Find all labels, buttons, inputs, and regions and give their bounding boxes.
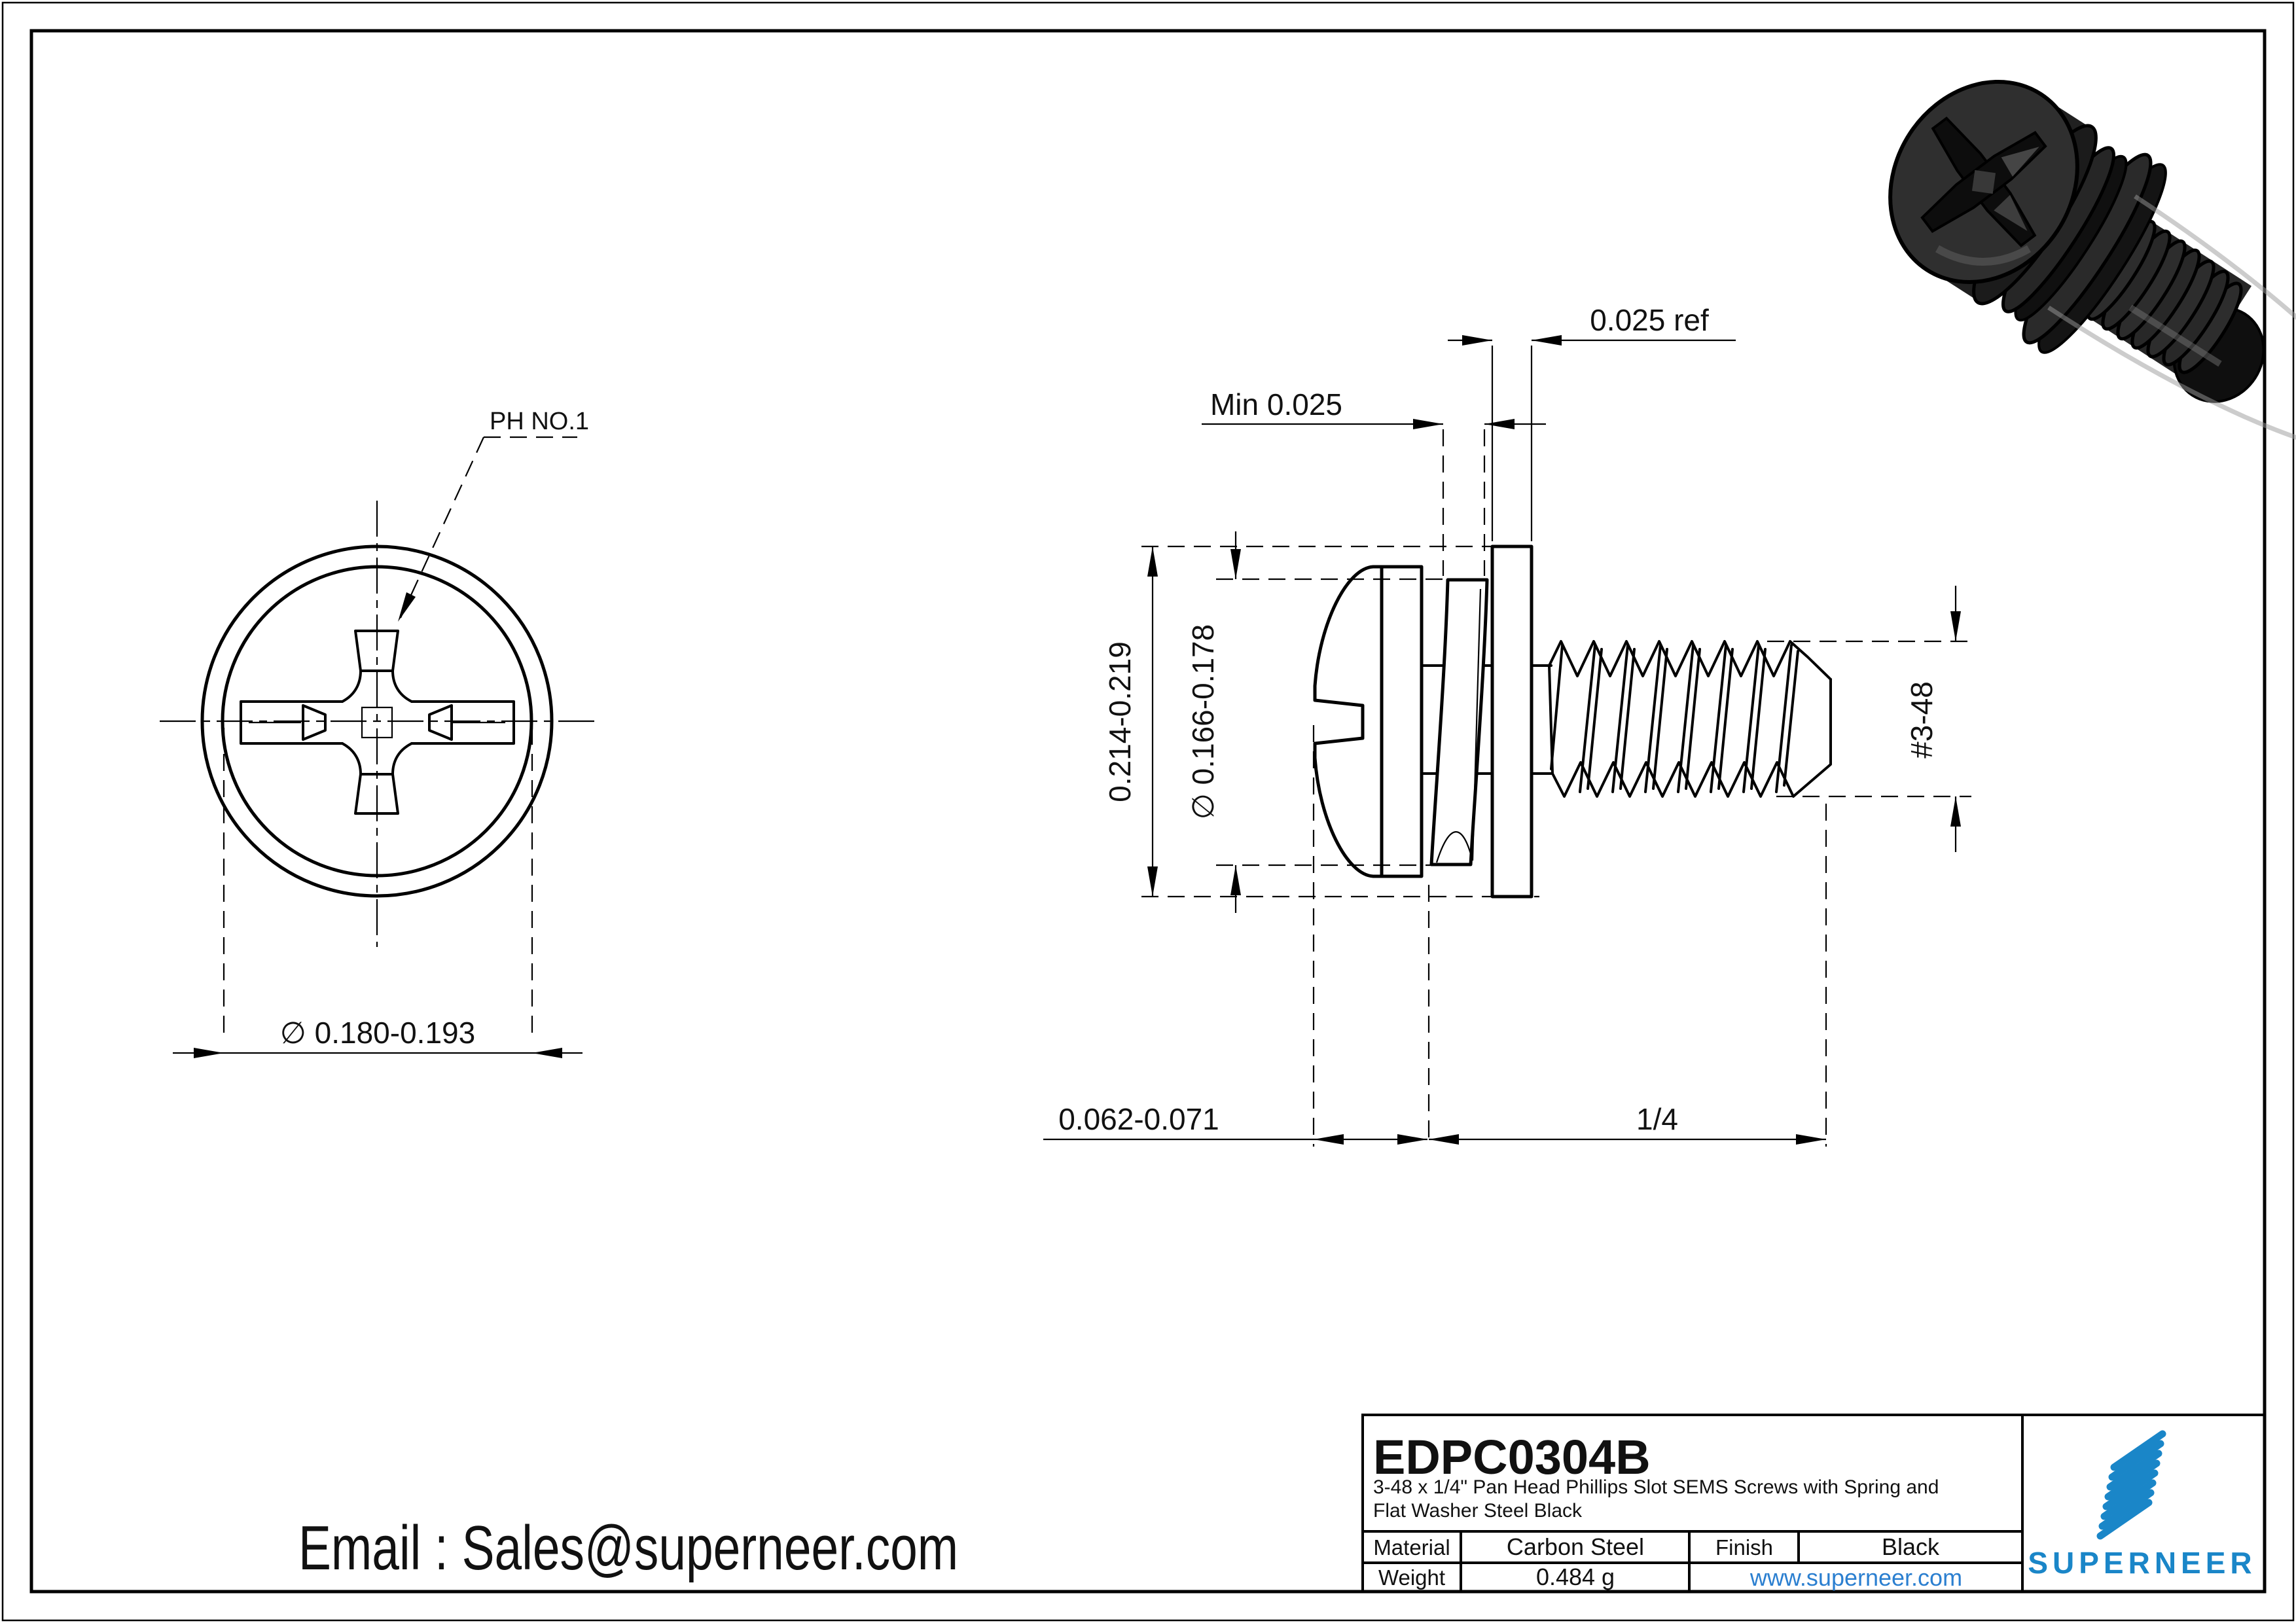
- side-view: 0.025 ref Min 0.025 0.214-0.219: [1043, 303, 1971, 1147]
- part-description-line1: 3-48 x 1/4" Pan Head Phillips Slot SEMS …: [1373, 1476, 1939, 1498]
- spring-min-dimension: Min 0.025: [1202, 387, 1546, 576]
- pan-head-profile: [1313, 565, 1424, 878]
- weight-value: 0.484 g: [1536, 1563, 1615, 1590]
- title-block: EDPC0304B 3-48 x 1/4" Pan Head Phillips …: [1361, 1414, 2266, 1593]
- material-value: Carbon Steel: [1507, 1533, 1644, 1560]
- spring-min-text: Min 0.025: [1210, 387, 1342, 421]
- dim-arrow-icon: [1230, 549, 1241, 579]
- dim-arrow-icon: [532, 1048, 562, 1058]
- dim-arrow-icon: [1147, 546, 1158, 577]
- bottom-dimensions: 0.062-0.071 1/4: [1043, 725, 1827, 1147]
- dim-arrow-icon: [1147, 866, 1158, 897]
- part-description-line2: Flat Washer Steel Black: [1373, 1500, 1583, 1522]
- phillips-recess-3d: [1920, 116, 2047, 247]
- dim-arrow-icon: [1462, 335, 1492, 346]
- part-number: EDPC0304B: [1373, 1430, 1651, 1484]
- threaded-shank: [1530, 640, 1832, 798]
- leader-arrowhead: [398, 592, 416, 622]
- front-diameter-text: ∅ 0.180-0.193: [280, 1016, 475, 1050]
- website-link[interactable]: www.superneer.com: [1749, 1564, 1962, 1591]
- dim-arrow-icon: [1230, 865, 1241, 895]
- washer-thickness-text: 0.025 ref: [1590, 303, 1709, 337]
- washer-outline-circle: [200, 544, 554, 898]
- spring-od-dimension: ∅ 0.166-0.178: [1186, 531, 1445, 913]
- brand-name: SUPERNEER: [2028, 1546, 2256, 1580]
- spring-washer-profile: [1429, 578, 1489, 866]
- dim-arrow-icon: [1950, 796, 1961, 827]
- dim-arrow-icon: [194, 1048, 224, 1058]
- dim-arrow-icon: [1397, 1134, 1427, 1145]
- flat-washer-od-text: 0.214-0.219: [1103, 641, 1137, 802]
- thread-spec-dimension: #3-48: [1767, 586, 1971, 852]
- dim-arrow-icon: [1314, 1134, 1344, 1145]
- front-diameter-dimension: ∅ 0.180-0.193: [173, 728, 583, 1058]
- head-outline-circle: [221, 565, 533, 878]
- superneer-stripes-icon: [2096, 1430, 2166, 1540]
- weight-label: Weight: [1378, 1565, 1445, 1590]
- dim-arrow-icon: [1413, 419, 1443, 429]
- screw-3d-render: [1888, 79, 2296, 440]
- flat-washer-profile: [1490, 544, 1534, 899]
- thread-length-text: 1/4: [1636, 1102, 1678, 1136]
- dim-arrow-icon: [1796, 1134, 1826, 1145]
- washer-thickness-dimension: 0.025 ref: [1448, 303, 1736, 541]
- head-height-text: 0.062-0.071: [1058, 1102, 1219, 1136]
- phillips-slot-recess: [240, 630, 515, 815]
- contact-email: Email : Sales@superneer.com: [298, 1513, 958, 1583]
- dim-arrow-icon: [1484, 419, 1515, 429]
- dim-arrow-icon: [1950, 611, 1961, 641]
- spring-od-text: ∅ 0.166-0.178: [1186, 624, 1220, 819]
- material-label: Material: [1373, 1535, 1450, 1560]
- front-view: PH NO.1 ∅ 0.180-0.193: [160, 408, 598, 1058]
- finish-label: Finish: [1715, 1535, 1773, 1560]
- thread-spec-text: #3-48: [1905, 681, 1939, 758]
- dim-arrow-icon: [1429, 1134, 1459, 1145]
- flat-washer-od-dimension: 0.214-0.219: [1103, 545, 1539, 898]
- dim-arrow-icon: [1532, 335, 1562, 346]
- finish-value: Black: [1882, 1533, 1940, 1560]
- drive-label: PH NO.1: [490, 408, 589, 435]
- drive-callout: PH NO.1: [398, 408, 589, 622]
